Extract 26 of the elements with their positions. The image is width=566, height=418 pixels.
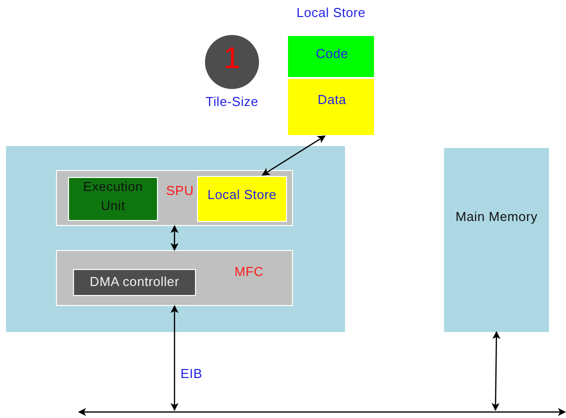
double-arrow xyxy=(170,225,178,251)
circle-number: 1 xyxy=(222,41,242,77)
double-arrow xyxy=(170,305,178,411)
data-label: Data xyxy=(316,91,348,109)
mfc-box xyxy=(56,250,293,306)
dma-controller-box xyxy=(73,269,196,296)
bus-line xyxy=(78,406,566,418)
double-arrow xyxy=(262,135,326,176)
spu-label: SPU xyxy=(165,182,195,200)
local-store-label: Local Store xyxy=(206,186,278,204)
double-arrow xyxy=(492,331,500,411)
cell-panel xyxy=(6,146,345,332)
code-box xyxy=(287,35,375,78)
local-store-heading: Local Store xyxy=(295,4,367,22)
local-store-box xyxy=(197,176,287,222)
edge-label: EIB xyxy=(180,364,202,383)
dma-controller-label: DMA controller xyxy=(88,273,180,291)
spu-box xyxy=(56,170,293,226)
execution-unit-label: Execution Unit xyxy=(82,178,144,215)
data-box xyxy=(287,78,375,136)
main-memory-label: Main Memory xyxy=(454,208,539,226)
mfc-label: MFC xyxy=(233,263,265,281)
tile-size-label: Tile-Size xyxy=(204,93,260,111)
code-label: Code xyxy=(314,45,350,63)
execution-unit-box xyxy=(68,177,158,221)
main-memory-box xyxy=(444,148,549,332)
